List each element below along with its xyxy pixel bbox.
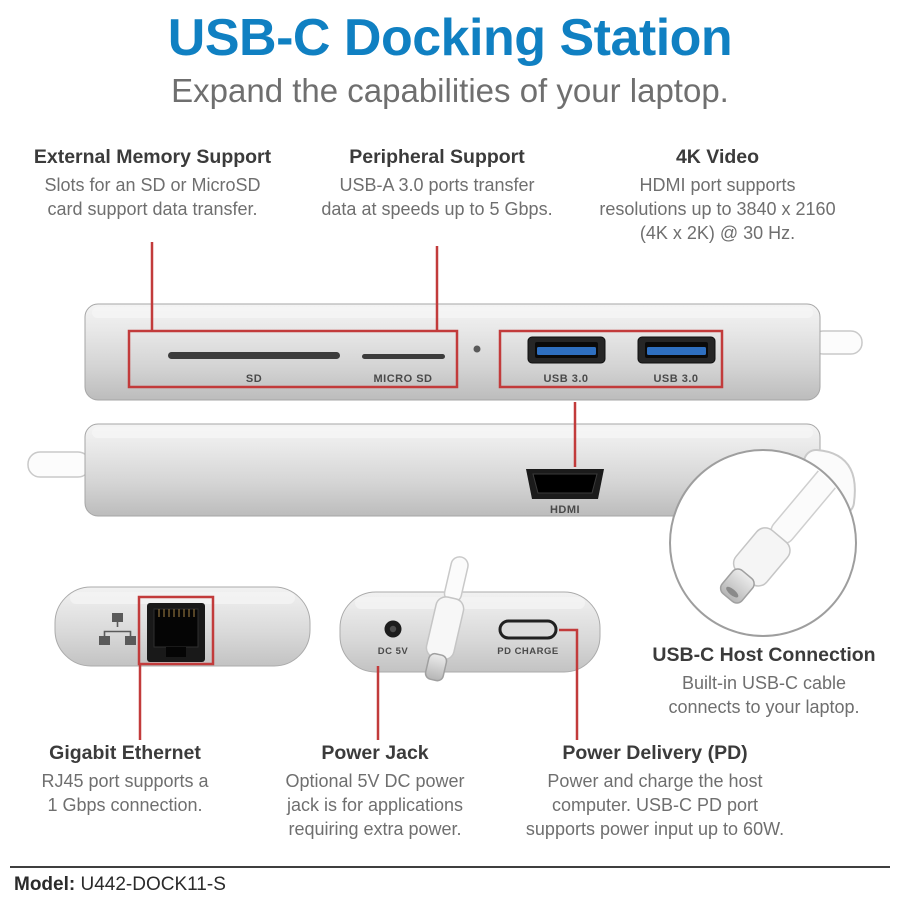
usbc-connector-callout: [669, 449, 857, 637]
hdmi-port-label: HDMI: [550, 504, 580, 516]
feature-usbc-host-connection: USB-C Host Connection Built-in USB-C cab…: [630, 644, 898, 720]
callout-box-rj45: [137, 595, 215, 666]
dock-right-end-view: DC 5V PD CHARGE: [339, 556, 601, 682]
feature-peripheral-support: Peripheral Support USB-A 3.0 ports trans…: [305, 146, 569, 222]
feature-power-jack: Power Jack Optional 5V DC power jack is …: [252, 742, 498, 842]
feature-external-memory: External Memory Support Slots for an SD …: [10, 146, 295, 222]
ethernet-icon: [99, 613, 136, 645]
sd-card-slot: [168, 352, 340, 359]
dock-front-view: SD MICRO SD USB 3.0 USB 3.0: [84, 303, 863, 401]
feature-body: HDMI port supports resolutions up to 384…: [599, 175, 836, 243]
pd-charge-label: PD CHARGE: [497, 646, 559, 657]
led-indicator: [473, 345, 481, 353]
callout-box-usb-ports: [498, 329, 724, 389]
model-label: Model:: [14, 874, 76, 895]
sd-slot-label: SD: [246, 373, 262, 385]
feature-body: Built-in USB-C cable connects to your la…: [668, 673, 860, 717]
feature-gigabit-ethernet: Gigabit Ethernet RJ45 port supports a 1 …: [10, 742, 240, 818]
callout-box-memory-slots: [127, 329, 459, 389]
microsd-card-slot: [362, 354, 445, 359]
page-subtitle: Expand the capabilities of your laptop.: [171, 72, 729, 109]
dc-power-label: DC 5V: [378, 646, 409, 657]
dock-left-end-view: [54, 586, 311, 667]
feature-body: RJ45 port supports a 1 Gbps connection.: [41, 771, 209, 815]
usb-port-2-label: USB 3.0: [653, 373, 698, 385]
feature-power-delivery: Power Delivery (PD) Power and charge the…: [500, 742, 810, 842]
usbc-plug-overlay: [424, 556, 469, 682]
feature-body: Optional 5V DC power jack is for applica…: [285, 771, 465, 839]
dc-power-jack: [384, 620, 402, 638]
feature-4k-video: 4K Video HDMI port supports resolutions …: [580, 146, 855, 246]
feature-body: Power and charge the host computer. USB-…: [525, 771, 785, 839]
page-title: USB-C Docking Station: [167, 9, 733, 67]
feature-title: Gigabit Ethernet: [49, 742, 201, 764]
model-number: U442-DOCK11-S: [80, 874, 226, 895]
feature-title: 4K Video: [675, 146, 760, 168]
feature-title: Peripheral Support: [349, 146, 525, 168]
model-line: Model: U442-DOCK11-S: [14, 874, 226, 896]
usb-port-1-label: USB 3.0: [543, 373, 588, 385]
feature-title: Power Delivery (PD): [562, 742, 748, 764]
feature-body: USB-A 3.0 ports transfer data at speeds …: [321, 175, 553, 219]
callout-annotations: [127, 242, 724, 740]
usbc-connector-illustration: [719, 452, 853, 604]
feature-title: External Memory Support: [33, 146, 272, 168]
hdmi-port: [526, 469, 604, 499]
feature-title: USB-C Host Connection: [652, 644, 876, 666]
usb-a-port-1: [527, 336, 606, 364]
usb-a-port-2: [637, 336, 716, 364]
rj45-port: [147, 603, 205, 662]
feature-title: Power Jack: [321, 742, 429, 764]
microsd-slot-label: MICRO SD: [374, 373, 433, 385]
pd-charge-port: [498, 619, 558, 640]
feature-body: Slots for an SD or MicroSD card support …: [44, 175, 261, 219]
usbc-cable-stub-left: [27, 451, 91, 478]
footer-divider: [10, 866, 890, 868]
callout-line-power-delivery: [559, 628, 579, 740]
